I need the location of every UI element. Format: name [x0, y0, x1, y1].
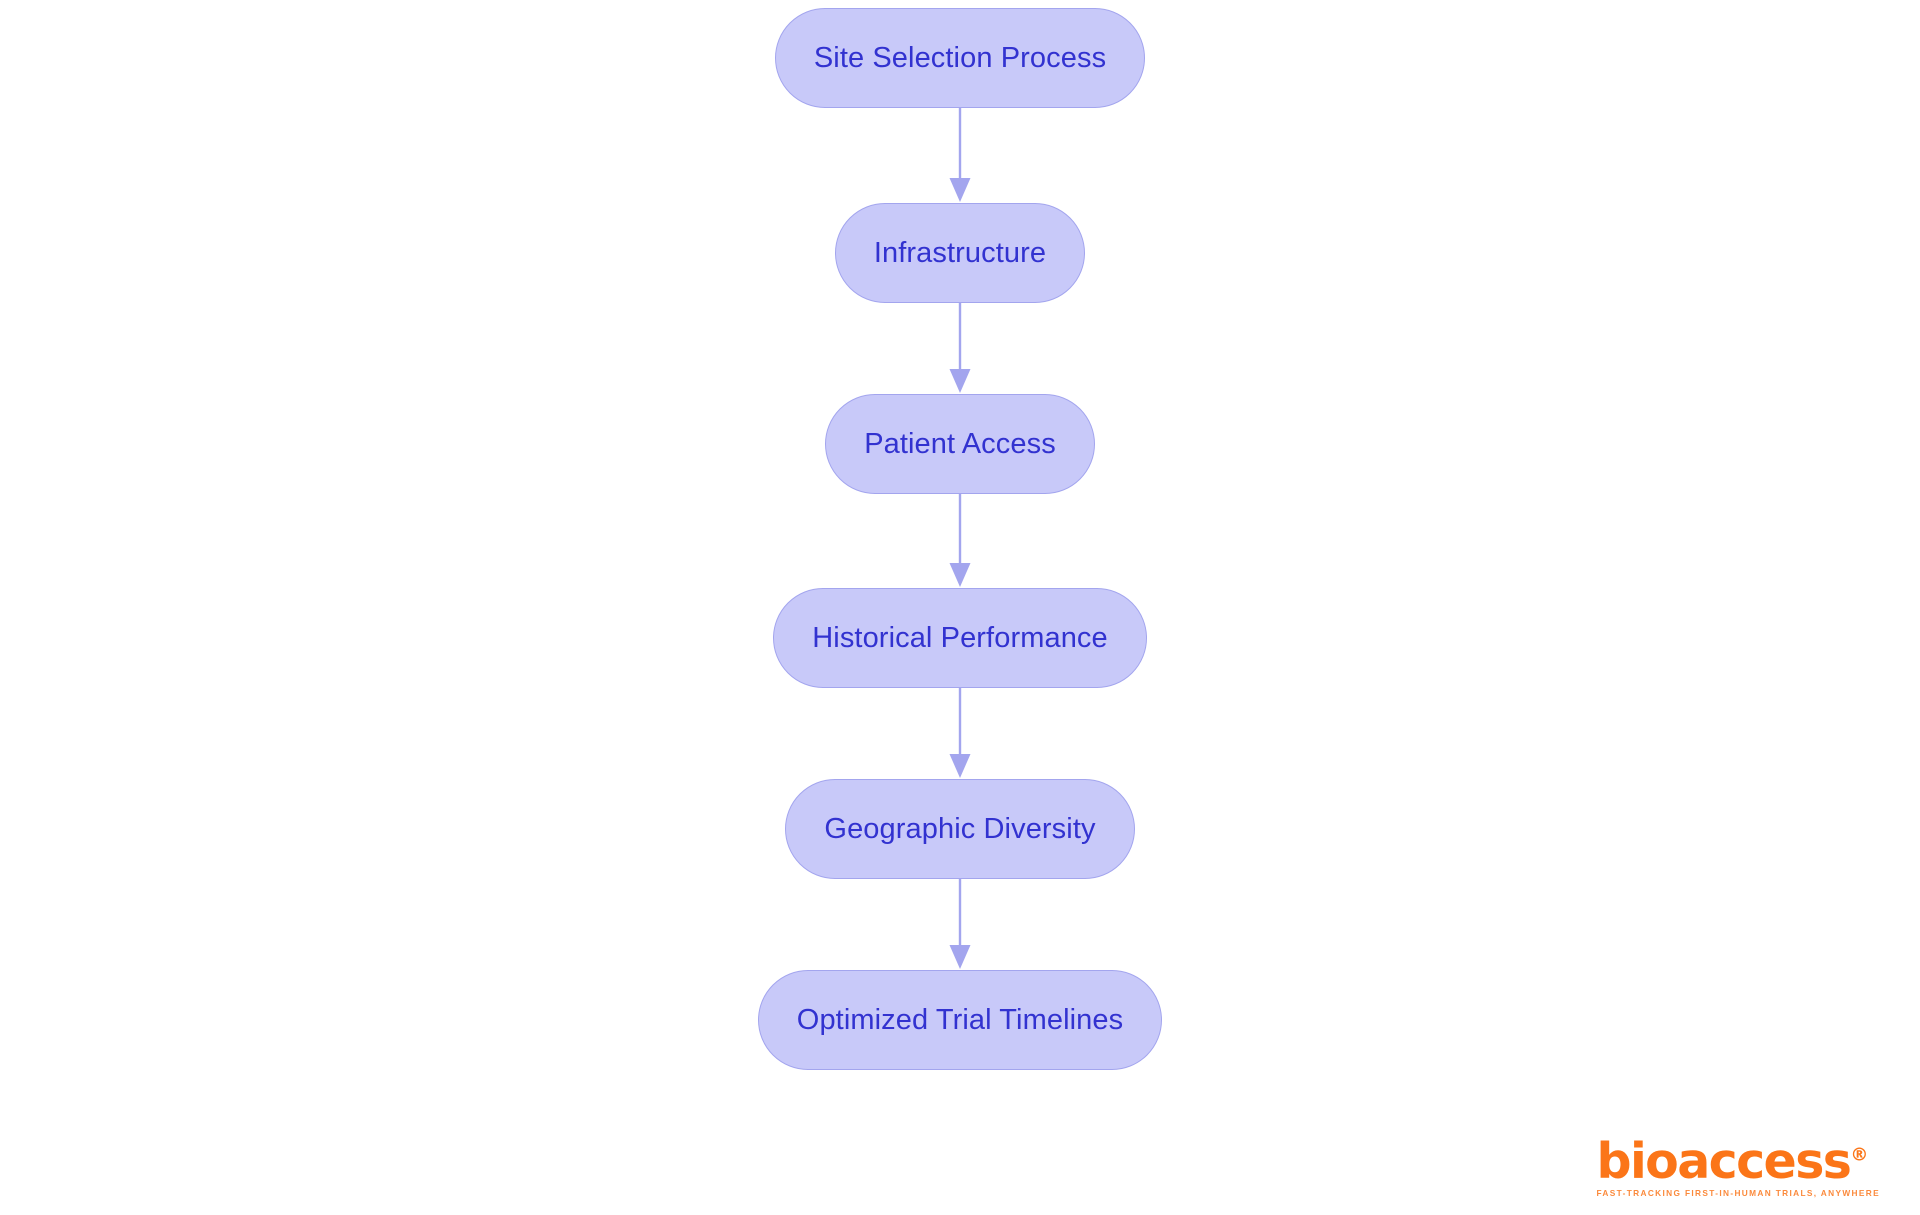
flow-node-label: Site Selection Process [813, 41, 1107, 74]
flow-node-label: Optimized Trial Timelines [796, 1003, 1124, 1036]
flow-node-wrapper: Geographic Diversity [0, 779, 1920, 879]
flow-node-geographic-diversity[interactable]: Geographic Diversity [785, 779, 1135, 879]
edge-site-selection-to-infrastructure [948, 108, 972, 203]
bioaccess-logo: bioaccess® FAST-TRACKING FIRST-IN-HUMAN … [1596, 1137, 1880, 1197]
flow-node-wrapper: Site Selection Process [0, 8, 1920, 108]
flow-node-site-selection-process[interactable]: Site Selection Process [774, 8, 1146, 108]
flow-node-label: Infrastructure [873, 236, 1047, 269]
flow-node-label: Patient Access [864, 427, 1056, 460]
registered-trademark-icon: ® [1850, 1144, 1869, 1166]
flow-node-wrapper: Historical Performance [0, 588, 1920, 688]
edge-patient-access-to-historical-performance [948, 494, 972, 588]
edge-infrastructure-to-patient-access [948, 303, 972, 394]
flow-node-label: Historical Performance [812, 621, 1108, 654]
logo-tagline: FAST-TRACKING FIRST-IN-HUMAN TRIALS, ANY… [1596, 1187, 1880, 1198]
logo-wordmark: bioaccess® [1596, 1137, 1868, 1186]
flow-node-label: Geographic Diversity [824, 812, 1096, 845]
flow-node-historical-performance[interactable]: Historical Performance [773, 588, 1147, 688]
edge-geographic-diversity-to-optimized-trial-timelines [948, 879, 972, 970]
flow-node-wrapper: Infrastructure [0, 203, 1920, 303]
edge-historical-performance-to-geographic-diversity [948, 688, 972, 779]
flow-node-patient-access[interactable]: Patient Access [825, 394, 1095, 494]
flow-node-optimized-trial-timelines[interactable]: Optimized Trial Timelines [757, 970, 1163, 1070]
flow-node-wrapper: Patient Access [0, 394, 1920, 494]
flow-node-wrapper: Optimized Trial Timelines [0, 970, 1920, 1070]
flow-node-infrastructure[interactable]: Infrastructure [834, 203, 1086, 303]
logo-wordmark-text: bioaccess [1596, 1132, 1851, 1190]
